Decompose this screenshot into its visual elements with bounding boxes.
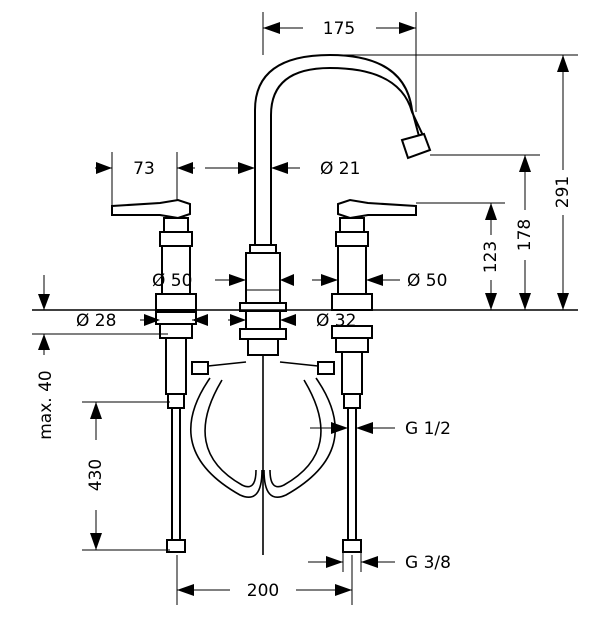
dim-175 (262, 12, 417, 112)
dim-178 (430, 154, 540, 310)
label-d21: Ø 21 (320, 159, 360, 179)
center-body (239, 252, 287, 555)
label-123: 123 (481, 241, 501, 273)
label-200: 200 (247, 581, 279, 601)
dim-max40 (32, 275, 168, 355)
left-handle (111, 198, 197, 553)
label-175: 175 (323, 19, 355, 39)
connector-hoses (189, 361, 337, 498)
dim-d28 (140, 314, 208, 326)
label-max40: max. 40 (36, 370, 56, 439)
label-g12: G 1/2 (405, 419, 451, 439)
dim-123 (416, 202, 505, 310)
dim-d50-right (312, 274, 400, 286)
spout (249, 53, 432, 254)
label-291: 291 (553, 176, 573, 208)
dim-g38 (308, 552, 395, 572)
label-430: 430 (86, 459, 106, 491)
label-g38: G 3/8 (405, 553, 451, 573)
label-178: 178 (515, 219, 535, 251)
label-73: 73 (133, 159, 155, 179)
dim-d21 (205, 162, 300, 174)
dim-200 (176, 555, 353, 605)
dim-291 (330, 54, 578, 310)
dim-d50-left (215, 274, 294, 286)
label-d28: Ø 28 (76, 311, 116, 331)
label-d50-left: Ø 50 (152, 271, 192, 291)
label-d50-right: Ø 50 (407, 271, 447, 291)
label-d32: Ø 32 (316, 311, 356, 331)
dim-430 (82, 401, 170, 551)
dim-d32 (228, 314, 296, 326)
right-handle (331, 198, 417, 553)
dim-73 (95, 152, 195, 210)
dim-g12 (310, 418, 395, 440)
